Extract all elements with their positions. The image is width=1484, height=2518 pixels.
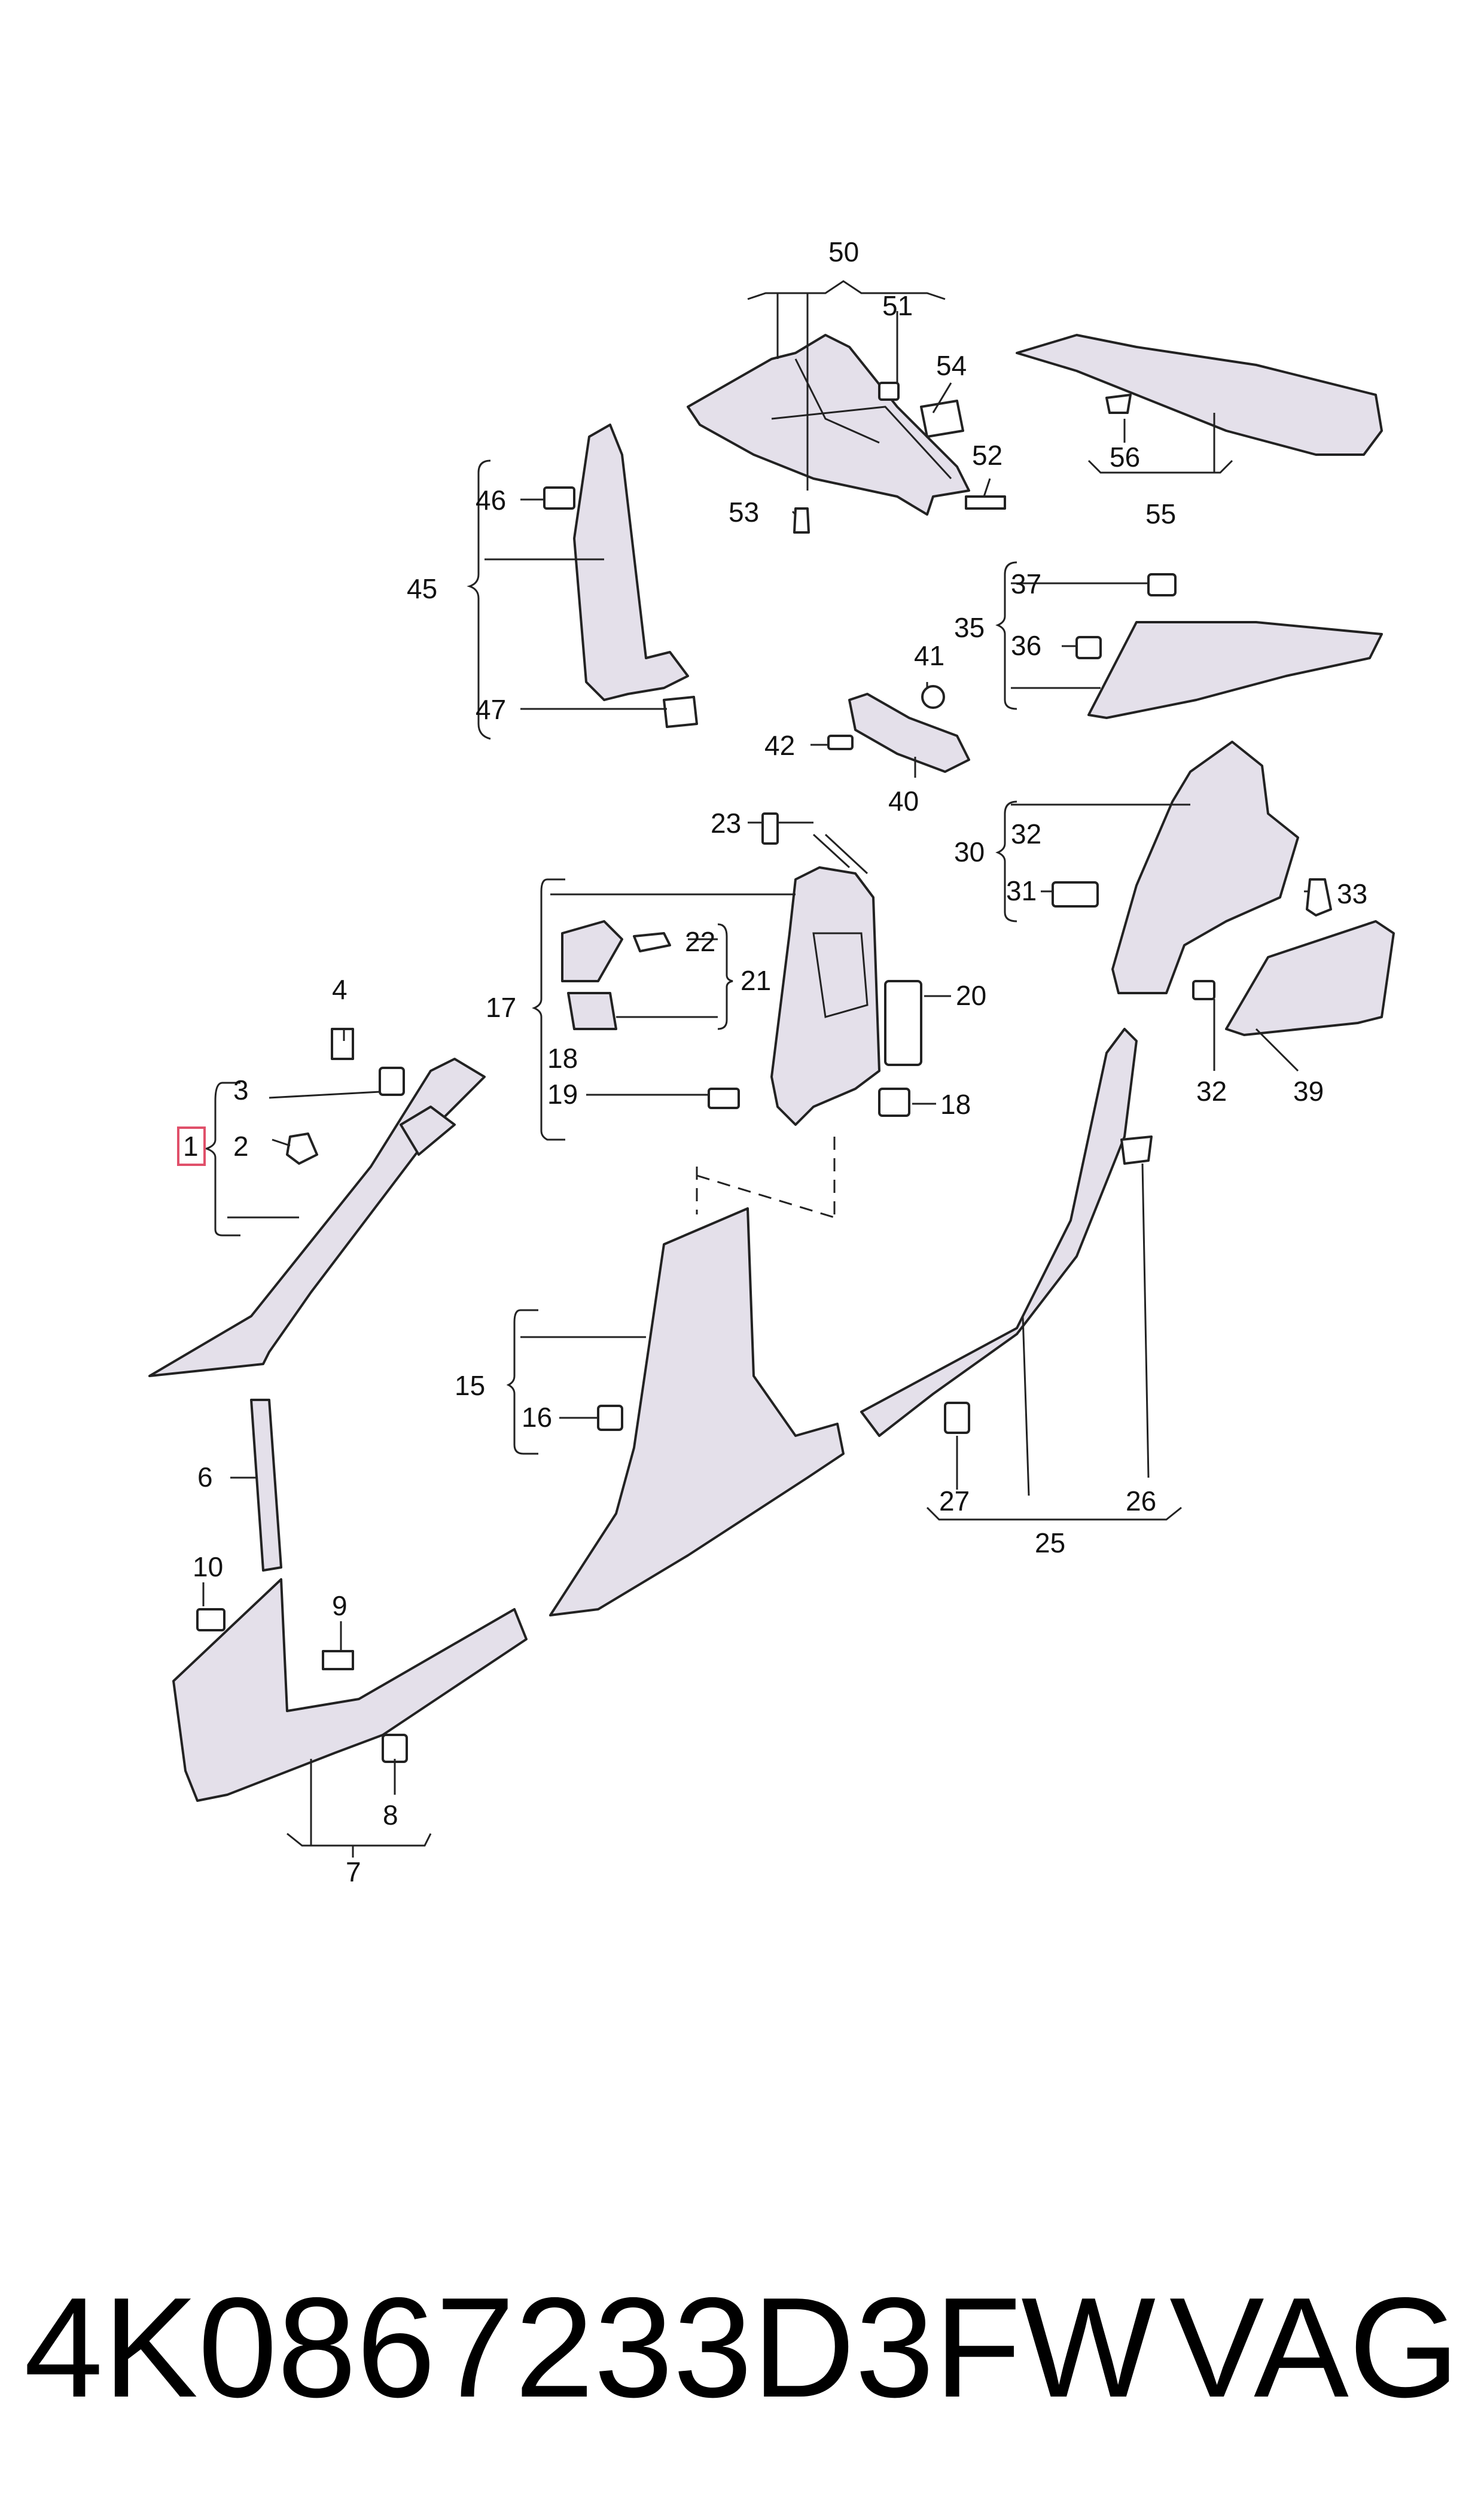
part-46-clip bbox=[543, 486, 575, 510]
callout-32-top: 32 bbox=[1011, 818, 1041, 850]
callout-32-bottom: 32 bbox=[1196, 1076, 1227, 1107]
part-42-clip bbox=[827, 735, 854, 750]
callout-51: 51 bbox=[882, 290, 913, 321]
callout-1: 1 bbox=[183, 1131, 199, 1162]
callout-45: 45 bbox=[407, 573, 437, 604]
part-18-clip bbox=[878, 1088, 910, 1117]
callout-2: 2 bbox=[233, 1131, 249, 1162]
part-2-clip bbox=[286, 1132, 318, 1165]
callout-42: 42 bbox=[764, 730, 795, 761]
part-26-clip bbox=[1120, 1135, 1153, 1165]
callout-37: 37 bbox=[1011, 568, 1041, 599]
part-6-strip bbox=[250, 1399, 282, 1572]
part-55-shelf bbox=[1016, 334, 1383, 456]
callout-53: 53 bbox=[729, 497, 759, 528]
part-54-grille bbox=[920, 400, 964, 438]
leader-lines bbox=[202, 280, 1310, 1858]
callout-52: 52 bbox=[972, 440, 1002, 471]
callout-3: 3 bbox=[233, 1074, 249, 1106]
callout-21: 21 bbox=[741, 965, 771, 996]
part-52-screw bbox=[965, 495, 1006, 510]
callout-19: 19 bbox=[547, 1079, 578, 1110]
part-30-pillar bbox=[1111, 741, 1299, 994]
part-8-clip bbox=[382, 1734, 408, 1763]
part-21-adjuster bbox=[561, 920, 623, 1030]
part-37-clip bbox=[1147, 573, 1177, 596]
part-23-clip bbox=[761, 812, 779, 845]
callout-36: 36 bbox=[1011, 630, 1041, 661]
callout-18-right: 18 bbox=[940, 1089, 971, 1120]
part-36-clip bbox=[1075, 636, 1102, 659]
callout-31: 31 bbox=[1006, 875, 1037, 906]
part-4-screw bbox=[331, 1028, 354, 1060]
callout-15: 15 bbox=[455, 1370, 485, 1401]
part-51-clip bbox=[878, 382, 900, 401]
callout-17: 17 bbox=[486, 992, 516, 1023]
callout-26: 26 bbox=[1126, 1485, 1156, 1517]
callout-6: 6 bbox=[197, 1462, 213, 1493]
callout-4: 4 bbox=[332, 974, 348, 1005]
part-32-clip bbox=[1192, 980, 1215, 1000]
callout-9: 9 bbox=[332, 1590, 348, 1621]
part-20-rail bbox=[884, 980, 922, 1066]
callout-39: 39 bbox=[1293, 1076, 1324, 1107]
part-31-clip bbox=[1052, 881, 1099, 908]
part-17-b-pillar bbox=[770, 866, 880, 1126]
part-3-clip bbox=[379, 1067, 405, 1096]
part-9-screw bbox=[322, 1650, 354, 1670]
part-56-clip bbox=[1105, 394, 1132, 414]
part-50-panel bbox=[687, 334, 970, 516]
callout-54: 54 bbox=[936, 350, 967, 381]
part-16-clip bbox=[597, 1405, 623, 1431]
part-1-a-pillar bbox=[148, 1058, 486, 1377]
part-33-clip bbox=[1306, 878, 1332, 917]
part-47-clip bbox=[663, 696, 698, 728]
callout-33: 33 bbox=[1337, 878, 1367, 909]
part-40-guide bbox=[848, 693, 970, 773]
brand-label: VAG bbox=[1169, 2269, 1459, 2427]
part-35-panel bbox=[1087, 621, 1383, 719]
callout-22: 22 bbox=[685, 926, 715, 957]
callout-8: 8 bbox=[383, 1800, 398, 1831]
part-number: 4K0867233D3FW bbox=[24, 2269, 1156, 2427]
callout-40: 40 bbox=[888, 785, 919, 817]
part-53-screw bbox=[793, 507, 810, 534]
callout-10: 10 bbox=[193, 1551, 223, 1582]
callout-7: 7 bbox=[346, 1856, 361, 1887]
part-19-clip bbox=[708, 1088, 740, 1109]
part-22-clip bbox=[633, 932, 671, 952]
part-15-b-pillar-lower bbox=[549, 1207, 845, 1616]
assembly-dashed-line bbox=[696, 1137, 836, 1220]
part-39-cover bbox=[1225, 920, 1395, 1036]
part-45-pillar bbox=[573, 424, 689, 701]
part-10-clip bbox=[196, 1608, 226, 1631]
callout-30: 30 bbox=[954, 836, 985, 867]
callout-labels: 1 2 3 4 6 10 9 8 7 15 16 17 18 19 21 22 … bbox=[183, 236, 1367, 1887]
callout-55: 55 bbox=[1145, 498, 1176, 529]
callout-41: 41 bbox=[914, 640, 944, 671]
callout-56: 56 bbox=[1110, 442, 1140, 473]
callout-50: 50 bbox=[828, 236, 859, 267]
footer-caption: 4K0867233D3FW VAG bbox=[24, 2249, 1459, 2447]
callout-20: 20 bbox=[956, 980, 986, 1011]
callout-46: 46 bbox=[476, 485, 506, 516]
callout-18-left: 18 bbox=[547, 1043, 578, 1074]
callout-1-highlight bbox=[177, 1126, 206, 1166]
callout-27: 27 bbox=[939, 1485, 970, 1517]
part-7-lower-trim bbox=[172, 1578, 528, 1802]
callout-25: 25 bbox=[1035, 1527, 1065, 1558]
callout-16: 16 bbox=[522, 1402, 552, 1433]
callout-35: 35 bbox=[954, 612, 985, 643]
part-27-clip bbox=[944, 1402, 970, 1434]
callout-23: 23 bbox=[711, 808, 741, 839]
part-25-sill bbox=[860, 1028, 1138, 1437]
part-41-screw bbox=[921, 685, 945, 709]
callout-47: 47 bbox=[476, 694, 506, 725]
